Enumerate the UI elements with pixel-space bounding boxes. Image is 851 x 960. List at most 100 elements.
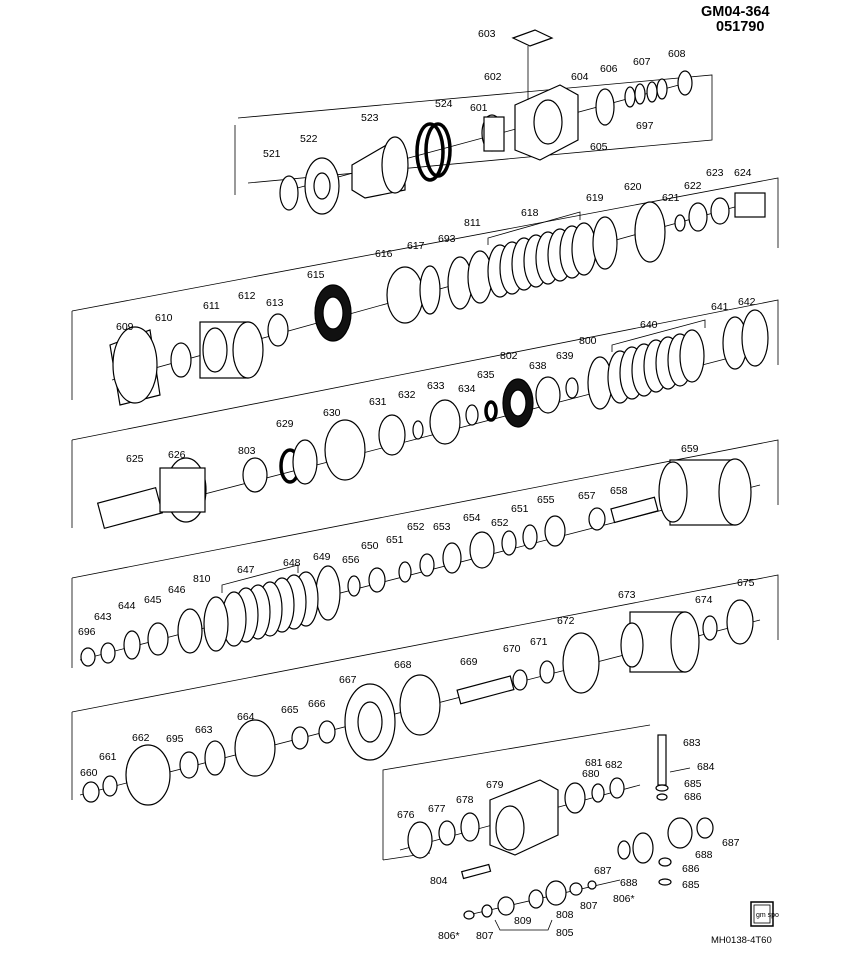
label-607: 607 xyxy=(633,56,651,68)
label-678: 678 xyxy=(456,794,474,806)
label-660: 660 xyxy=(80,767,98,779)
label-802: 802 xyxy=(500,350,518,362)
label-666: 666 xyxy=(308,698,326,710)
shaft-626 xyxy=(96,486,164,530)
label-524: 524 xyxy=(435,98,453,110)
label-807b: 807 xyxy=(580,900,598,912)
diagram-code: GM04-364 xyxy=(701,4,770,20)
label-687a: 687 xyxy=(722,837,740,849)
label-647: 647 xyxy=(237,564,255,576)
label-808: 808 xyxy=(556,909,574,921)
label-672: 672 xyxy=(557,615,575,627)
label-522: 522 xyxy=(300,133,318,145)
label-651b: 651 xyxy=(386,534,404,546)
label-602: 602 xyxy=(484,71,502,83)
label-688a: 688 xyxy=(695,849,713,861)
label-806b: 806* xyxy=(613,893,635,905)
label-523: 523 xyxy=(361,112,379,124)
gear-631 xyxy=(378,414,406,456)
snap-ring-672 xyxy=(562,632,600,694)
pin-683 xyxy=(657,734,667,786)
hub-624 xyxy=(734,192,766,218)
snap-ring-521 xyxy=(279,175,299,211)
label-686a: 686 xyxy=(684,791,702,803)
label-645: 645 xyxy=(144,594,162,606)
label-667: 667 xyxy=(339,674,357,686)
label-639: 639 xyxy=(556,350,574,362)
label-668: 668 xyxy=(394,659,412,671)
label-616: 616 xyxy=(375,248,393,260)
label-679: 679 xyxy=(486,779,504,791)
label-659: 659 xyxy=(681,443,699,455)
label-652b: 652 xyxy=(407,521,425,533)
label-693: 693 xyxy=(438,233,456,245)
label-634: 634 xyxy=(458,383,476,395)
label-800: 800 xyxy=(579,335,597,347)
bearing-657 xyxy=(588,507,606,531)
washer-803 xyxy=(242,457,268,493)
label-641: 641 xyxy=(711,301,729,313)
label-697: 697 xyxy=(636,120,654,132)
label-603: 603 xyxy=(478,28,496,40)
label-652a: 652 xyxy=(491,517,509,529)
label-664: 664 xyxy=(237,711,255,723)
label-611: 611 xyxy=(203,300,220,312)
label-803: 803 xyxy=(238,445,256,457)
bushing-608 xyxy=(677,70,693,96)
label-604: 604 xyxy=(571,71,589,83)
label-618: 618 xyxy=(521,207,539,219)
label-605: 605 xyxy=(590,141,608,153)
label-610: 610 xyxy=(155,312,173,324)
label-674: 674 xyxy=(695,594,713,606)
label-688b: 688 xyxy=(620,877,638,889)
label-680: 680 xyxy=(582,768,600,780)
drum-616 xyxy=(386,266,424,324)
bearing-622 xyxy=(688,202,708,232)
ring-610 xyxy=(170,342,192,378)
label-681: 681 xyxy=(585,757,603,769)
label-638: 638 xyxy=(529,360,547,372)
label-619: 619 xyxy=(586,192,604,204)
label-640: 640 xyxy=(640,319,658,331)
label-658: 658 xyxy=(610,485,628,497)
label-675: 675 xyxy=(737,577,755,589)
clutch-plates-640 xyxy=(587,329,705,410)
ring-642 xyxy=(741,309,769,367)
label-683: 683 xyxy=(683,737,701,749)
ring-646 xyxy=(177,608,203,654)
label-654: 654 xyxy=(463,512,481,524)
label-665: 665 xyxy=(281,704,299,716)
label-687b: 687 xyxy=(594,865,612,877)
label-650: 650 xyxy=(361,540,379,552)
label-621: 621 xyxy=(662,192,680,204)
label-806a: 806* xyxy=(438,930,460,942)
band-668 xyxy=(399,674,441,736)
label-623: 623 xyxy=(706,167,724,179)
label-632: 632 xyxy=(398,389,416,401)
label-608: 608 xyxy=(668,48,686,60)
gear-645 xyxy=(147,622,169,656)
seal-524 xyxy=(415,122,445,182)
label-811: 811 xyxy=(464,217,481,229)
gm-spo-logo: gm spo xyxy=(750,901,779,927)
carrier-662 xyxy=(125,744,171,806)
label-612: 612 xyxy=(238,290,256,302)
shaft-658 xyxy=(610,496,659,524)
label-617: 617 xyxy=(407,240,425,252)
panel-2 xyxy=(71,177,779,406)
label-696: 696 xyxy=(78,626,96,638)
gear-675 xyxy=(726,599,754,645)
gear-808 xyxy=(545,880,567,906)
diagram-date: 051790 xyxy=(716,19,764,35)
clutch-plates-618 xyxy=(447,216,618,310)
ring-649 xyxy=(315,565,341,621)
label-810: 810 xyxy=(193,573,211,585)
label-606: 606 xyxy=(600,63,618,75)
panel-6 xyxy=(382,724,714,931)
panel-1 xyxy=(234,29,713,215)
label-521: 521 xyxy=(263,148,281,160)
label-671: 671 xyxy=(530,636,548,648)
panel-5 xyxy=(71,574,779,806)
panel-4 xyxy=(71,439,779,668)
